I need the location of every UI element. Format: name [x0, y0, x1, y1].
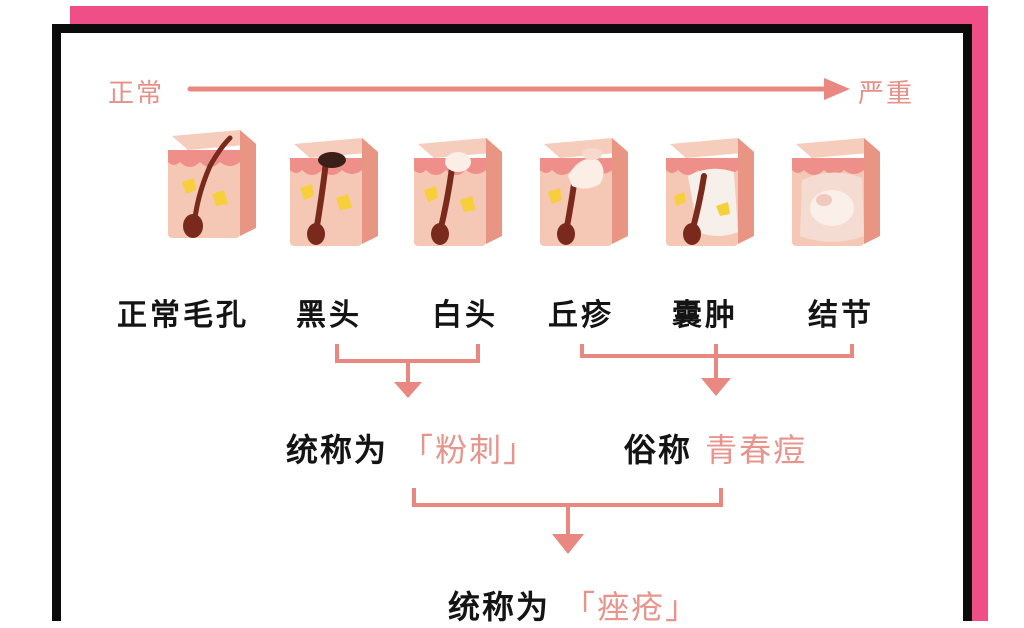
stage-label-normal-pore: 正常毛孔 — [117, 298, 249, 333]
blackhead-illustration — [290, 138, 378, 246]
final-acne-prefix: 统称为 — [448, 588, 551, 626]
normal-pore-illustration — [168, 130, 256, 238]
scale-start-label: 正常 — [108, 79, 165, 109]
stage-label-nodule: 结节 — [808, 298, 874, 333]
stage-label-whitehead: 白头 — [432, 298, 498, 333]
cyst-illustration — [666, 138, 754, 246]
group-comedo-term: 「粉刺」 — [401, 431, 538, 469]
final-acne-summary: 统称为 「痤疮」 — [448, 582, 699, 628]
diagram-card — [61, 33, 963, 621]
final-acne-term: 「痤疮」 — [563, 588, 700, 626]
papule-illustration — [540, 138, 628, 246]
stage-label-papule: 丘疹 — [548, 298, 614, 333]
severity-arrow — [187, 78, 850, 100]
stage-label-cyst: 囊肿 — [672, 298, 738, 333]
group-pimple-summary: 俗称 青春痘 — [624, 425, 807, 471]
whitehead-illustration — [414, 138, 502, 246]
group-pimple-term: 青春痘 — [705, 431, 808, 469]
group-comedo-prefix: 统称为 — [286, 431, 389, 469]
scale-end-label: 严重 — [858, 79, 915, 109]
nodule-illustration — [792, 138, 880, 246]
group-comedo-summary: 统称为 「粉刺」 — [286, 425, 537, 471]
stage-label-blackhead: 黑头 — [296, 298, 362, 333]
group-pimple-prefix: 俗称 — [624, 431, 693, 469]
